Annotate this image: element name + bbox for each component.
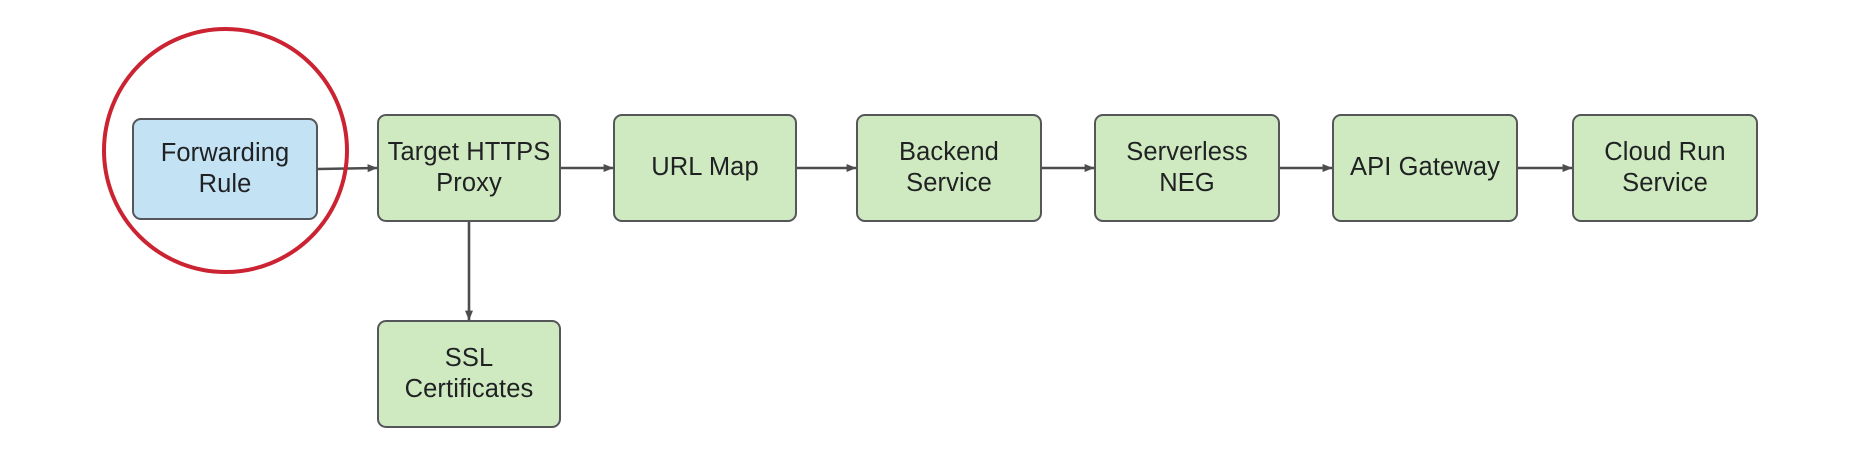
highlight-circle-forwarding-rule xyxy=(102,27,349,274)
node-label: SSL Certificates xyxy=(404,343,534,403)
node-label: Cloud Run Service xyxy=(1604,137,1726,197)
node-label: Target HTTPS Proxy xyxy=(387,137,551,197)
node-label: Backend Service xyxy=(899,137,999,197)
node-serverless-neg[interactable]: Serverless NEG xyxy=(1094,114,1280,222)
node-api-gateway[interactable]: API Gateway xyxy=(1332,114,1518,222)
node-target-https-proxy[interactable]: Target HTTPS Proxy xyxy=(377,114,561,222)
node-label: URL Map xyxy=(651,153,759,182)
node-label: Serverless NEG xyxy=(1126,137,1248,197)
node-label: API Gateway xyxy=(1350,153,1500,182)
node-url-map[interactable]: URL Map xyxy=(613,114,797,222)
node-cloud-run-service[interactable]: Cloud Run Service xyxy=(1572,114,1758,222)
node-backend-service[interactable]: Backend Service xyxy=(856,114,1042,222)
node-ssl-certificates[interactable]: SSL Certificates xyxy=(377,320,561,428)
